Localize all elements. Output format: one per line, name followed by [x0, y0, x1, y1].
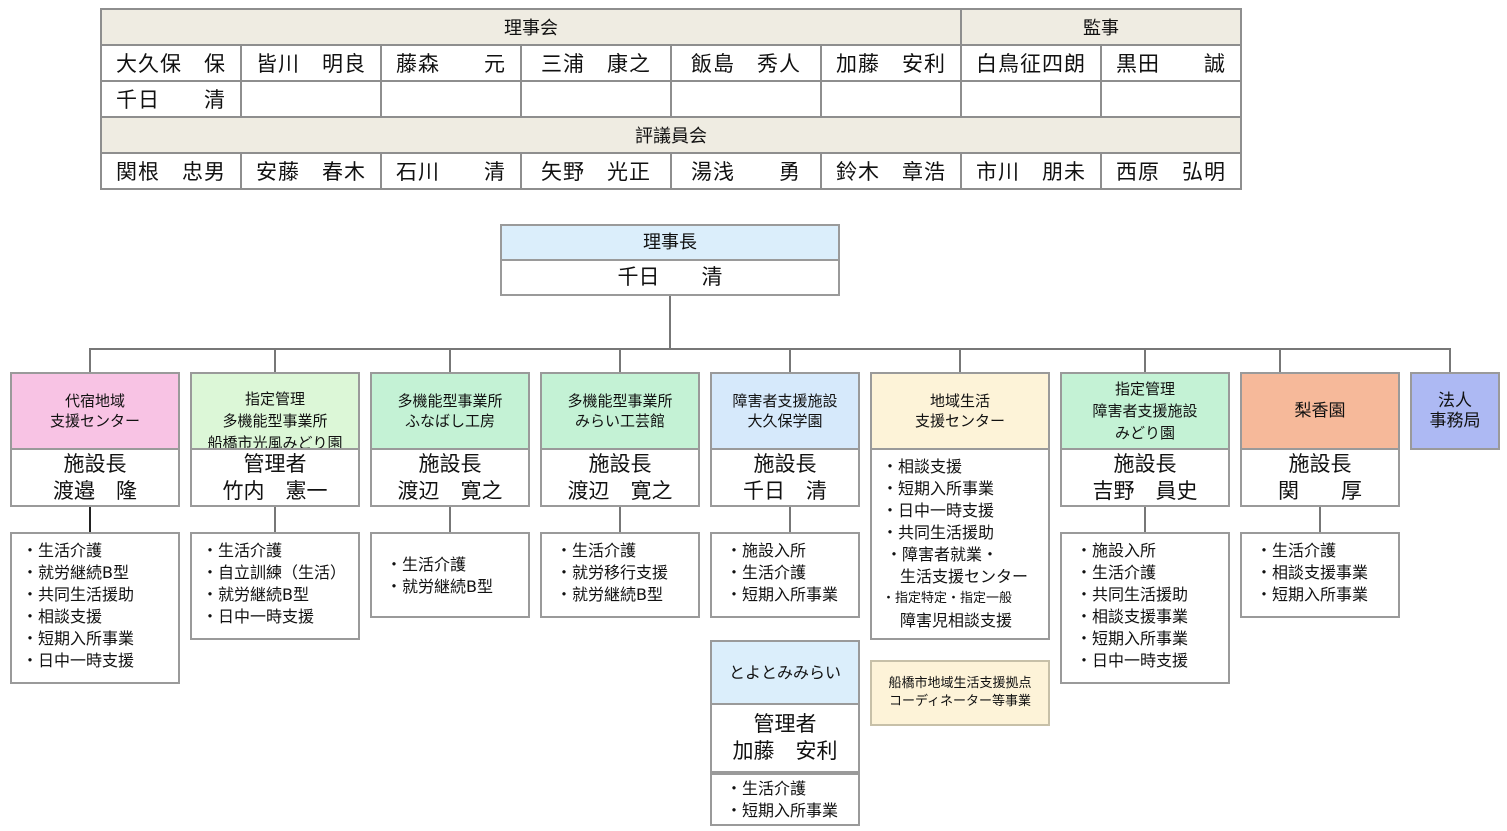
auditor: 黒田 誠	[1100, 44, 1242, 82]
unit-title-rikoen: 梨香園	[1240, 372, 1400, 450]
board-member: 藤森 元	[380, 44, 522, 82]
unit-manager: 施設長吉野 員史	[1060, 450, 1230, 507]
unit-title-mirai-kogeikan: 多機能型事業所 みらい工芸館	[540, 372, 700, 450]
empty-cell	[380, 80, 522, 118]
unit-manager: 施設長渡邉 隆	[10, 450, 180, 507]
empty-cell	[670, 80, 822, 118]
unit-services: ・生活介護・短期入所事業	[710, 773, 860, 826]
chairman-title: 理事長	[500, 224, 840, 261]
unit-title-hojin-jimukyoku: 法人 事務局	[1410, 372, 1500, 450]
unit-services: ・施設入所・生活介護・短期入所事業	[710, 532, 860, 618]
connector-line	[89, 348, 1451, 350]
connector-line	[789, 507, 791, 532]
connector-line	[1279, 348, 1281, 372]
connector-line	[669, 296, 671, 349]
unit-title-midorien: 指定管理 障害者支援施設 みどり園	[1060, 372, 1230, 450]
connector-line	[619, 507, 621, 532]
unit-services: ・生活介護・就労移行支援・就労継続B型	[540, 532, 700, 618]
empty-cell	[820, 80, 962, 118]
connector-line	[789, 348, 791, 372]
empty-cell	[1100, 80, 1242, 118]
board-member: 皆川 明良	[240, 44, 382, 82]
unit-services: ・施設入所・生活介護・共同生活援助 ・相談支援事業・短期入所事業・日中一時支援	[1060, 532, 1230, 684]
empty-cell	[960, 80, 1102, 118]
connector-line	[449, 507, 451, 532]
unit-title-daijuku: 代宿地域 支援センター	[10, 372, 180, 450]
unit-manager: 管理者加藤 安利	[710, 705, 860, 773]
connector-line	[1144, 348, 1146, 372]
connector-line	[1319, 507, 1321, 532]
hyogiinkai-header: 評議員会	[100, 116, 1242, 154]
councillor: 関根 忠男	[100, 152, 242, 190]
board-table: 理事会 監事 大久保 保 皆川 明良 藤森 元 三浦 康之 飯島 秀人 加藤 安…	[100, 8, 1242, 190]
unit-manager: 施設長渡辺 寛之	[370, 450, 530, 507]
rijikai-header: 理事会	[100, 8, 962, 46]
empty-cell	[520, 80, 672, 118]
unit-services: ・生活介護・相談支援事業・短期入所事業	[1240, 532, 1400, 618]
auditor: 白鳥征四朗	[960, 44, 1102, 82]
connector-line	[274, 348, 276, 372]
connector-line	[449, 348, 451, 372]
connector-line	[89, 507, 91, 532]
councillor: 矢野 光正	[520, 152, 672, 190]
connector-line	[89, 348, 91, 372]
councillor: 湯浅 勇	[670, 152, 822, 190]
unit-services: ・相談支援 ・短期入所事業 ・日中一時支援 ・共同生活援助 ・障害者就業・ 生活…	[870, 450, 1050, 640]
coordinator-box: 船橋市地域生活支援拠点 コーディネーター等事業	[870, 660, 1050, 726]
councillor: 石川 清	[380, 152, 522, 190]
connector-line	[1144, 507, 1146, 532]
unit-title-okubo-gakuen: 障害者支援施設 大久保学園	[710, 372, 860, 450]
unit-manager: 管理者竹内 憲一	[190, 450, 360, 507]
councillor: 鈴木 章浩	[820, 152, 962, 190]
board-member: 飯島 秀人	[670, 44, 822, 82]
councillor: 西原 弘明	[1100, 152, 1242, 190]
unit-title-kofu: 指定管理 多機能型事業所 船橋市光風みどり園	[190, 372, 360, 450]
unit-title-toyotomi-mirai: とよとみみらい	[710, 640, 860, 705]
empty-cell	[240, 80, 382, 118]
chairman-name: 千日 清	[500, 261, 840, 296]
board-member: 加藤 安利	[820, 44, 962, 82]
unit-title-chiiki-seikatsu: 地域生活 支援センター	[870, 372, 1050, 450]
unit-title-funabashi-kobo: 多機能型事業所 ふなばし工房	[370, 372, 530, 450]
unit-services: ・生活介護・就労継続B型	[370, 532, 530, 618]
kanji-header: 監事	[960, 8, 1242, 46]
board-member: 千日 清	[100, 80, 242, 118]
unit-services: ・生活介護・自立訓練（生活） ・就労継続B型・日中一時支援	[190, 532, 360, 640]
connector-line	[1449, 348, 1451, 372]
board-member: 大久保 保	[100, 44, 242, 82]
unit-manager: 施設長千日 清	[710, 450, 860, 507]
unit-manager: 施設長渡辺 寛之	[540, 450, 700, 507]
connector-line	[959, 348, 961, 372]
unit-services: ・生活介護・就労継続B型・共同生活援助 ・相談支援・短期入所事業・日中一時支援	[10, 532, 180, 684]
unit-manager: 施設長関 厚	[1240, 450, 1400, 507]
connector-line	[274, 507, 276, 532]
councillor: 安藤 春木	[240, 152, 382, 190]
connector-line	[619, 348, 621, 372]
board-member: 三浦 康之	[520, 44, 672, 82]
councillor: 市川 朋未	[960, 152, 1102, 190]
